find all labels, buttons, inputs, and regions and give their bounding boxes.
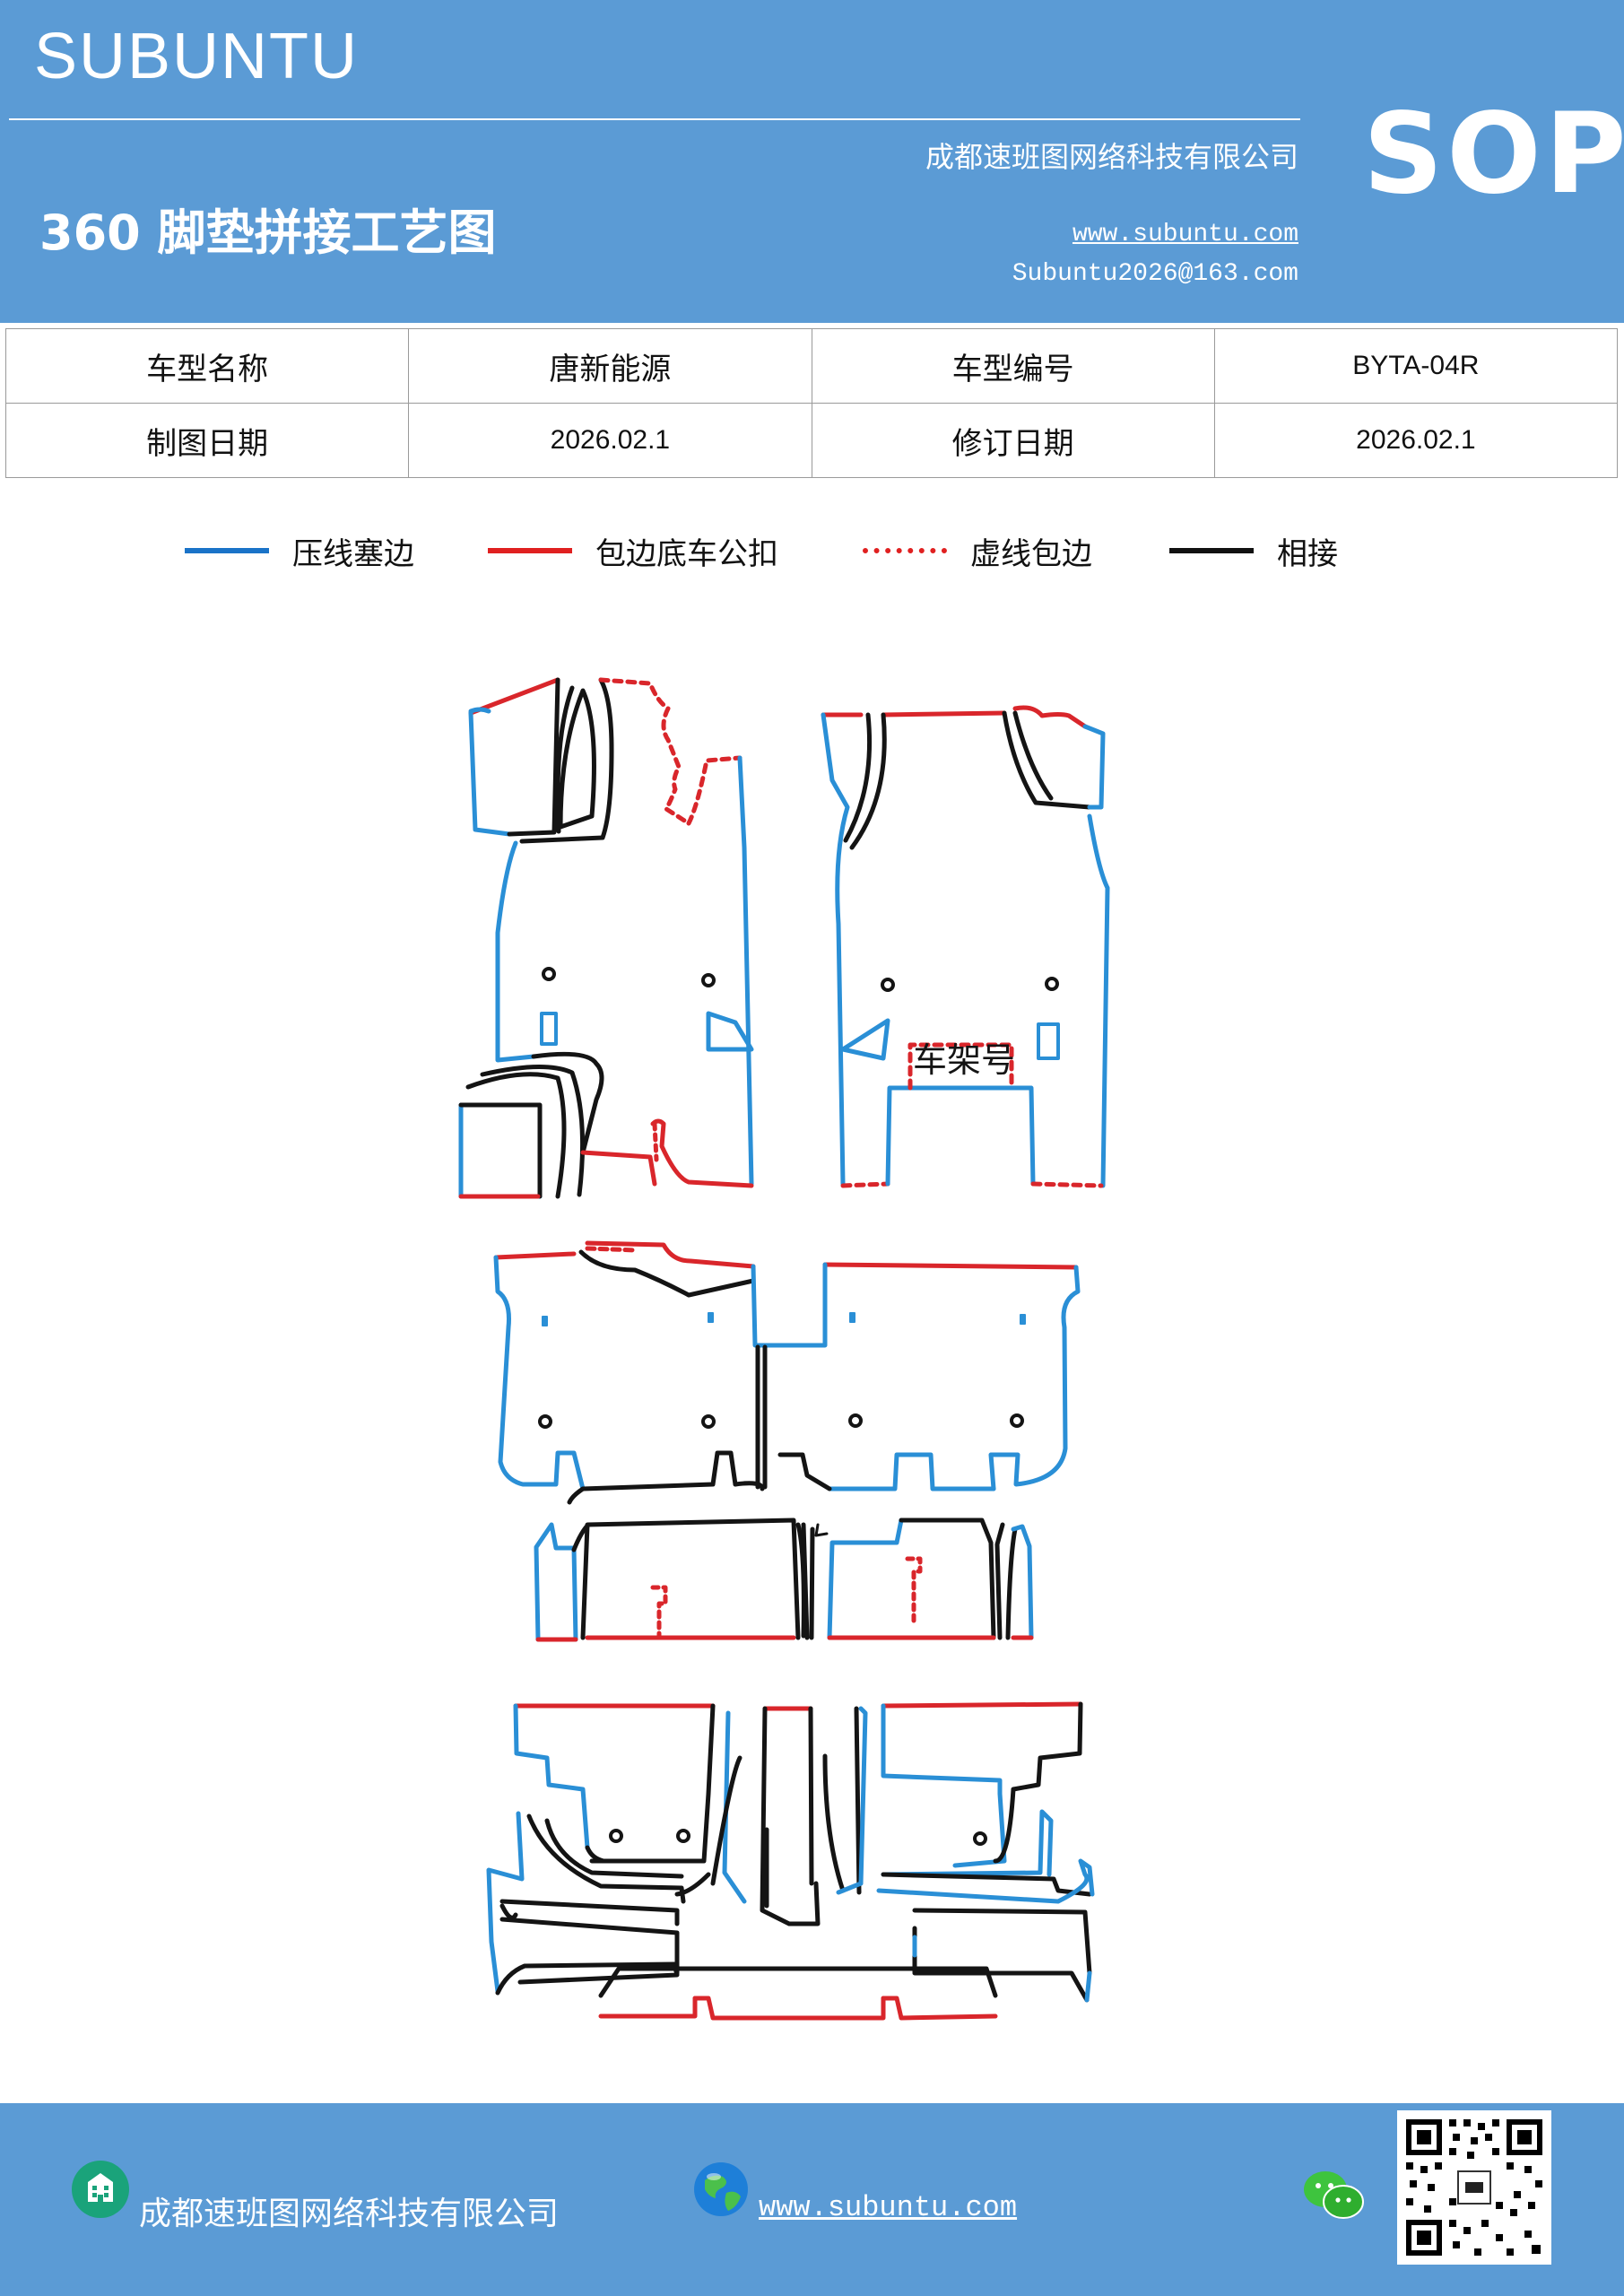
brand-name: SUBUNTU (34, 21, 360, 92)
revision-date-value: 2026.02.1 (1213, 403, 1619, 478)
footer-website-link[interactable]: www.subuntu.com (759, 2191, 1018, 2224)
model-name-label: 车型名称 (4, 328, 410, 404)
line-legend: 压线塞边 包边底车公扣 虚线包边 相接 (0, 524, 1624, 578)
legend-label: 相接 (1277, 535, 1338, 572)
vehicle-info-table: 车型名称 唐新能源 车型编号 BYTA-04R 制图日期 2026.02.1 修… (4, 328, 1619, 478)
legend-swatch-red-dotted (863, 548, 947, 553)
legend-item-press-line: 压线塞边 (185, 524, 414, 578)
model-name-value: 唐新能源 (408, 328, 812, 404)
legend-label: 虚线包边 (970, 535, 1092, 572)
globe-icon (694, 2162, 748, 2216)
page-title: 360 脚垫拼接工艺图 (39, 204, 497, 261)
legend-item-joint: 相接 (1169, 524, 1338, 578)
third-row-mat (486, 1701, 1095, 2021)
legend-item-dotted-binding: 虚线包边 (863, 524, 1092, 578)
legend-swatch-black-solid (1169, 548, 1254, 553)
front-left-mat (458, 677, 754, 1199)
header-website-link[interactable]: www.subuntu.com (1072, 221, 1298, 248)
legend-swatch-blue-solid (185, 548, 269, 553)
wechat-icon[interactable] (1302, 2168, 1365, 2223)
floor-mat-layout-diagram: 车架号 (458, 677, 1110, 2021)
revision-date-label: 修订日期 (811, 403, 1215, 478)
model-code-label: 车型编号 (811, 328, 1215, 404)
second-row-mat (493, 1240, 1081, 1505)
legend-label: 包边底车公扣 (595, 535, 778, 572)
legend-label: 压线塞边 (292, 535, 414, 572)
page-footer: 成都速班图网络科技有限公司 www.subuntu.com (0, 2103, 1624, 2296)
header-company-name: 成都速班图网络科技有限公司 (925, 140, 1298, 174)
legend-swatch-red-solid (488, 548, 572, 553)
table-row: 制图日期 2026.02.1 修订日期 2026.02.1 (4, 403, 1619, 478)
footer-company-name: 成都速班图网络科技有限公司 (139, 2196, 560, 2232)
doc-type-badge: SOP (1363, 90, 1624, 219)
qr-code (1397, 2110, 1551, 2265)
frame-number-label: 车架号 (913, 1040, 1015, 1080)
model-code-value: BYTA-04R (1213, 328, 1619, 404)
building-icon (72, 2161, 129, 2218)
legend-item-edge-binding: 包边底车公扣 (488, 524, 778, 578)
header-divider (9, 118, 1300, 120)
header-email[interactable]: Subuntu2026@163.com (1012, 260, 1298, 288)
drawing-date-label: 制图日期 (4, 403, 410, 478)
drawing-date-value: 2026.02.1 (408, 403, 812, 478)
page-header: SUBUNTU SOP 360 脚垫拼接工艺图 成都速班图网络科技有限公司 ww… (0, 0, 1624, 323)
table-row: 车型名称 唐新能源 车型编号 BYTA-04R (4, 328, 1619, 404)
front-right-mat: 车架号 (821, 705, 1110, 1188)
second-row-lower-panels (534, 1518, 1034, 1642)
